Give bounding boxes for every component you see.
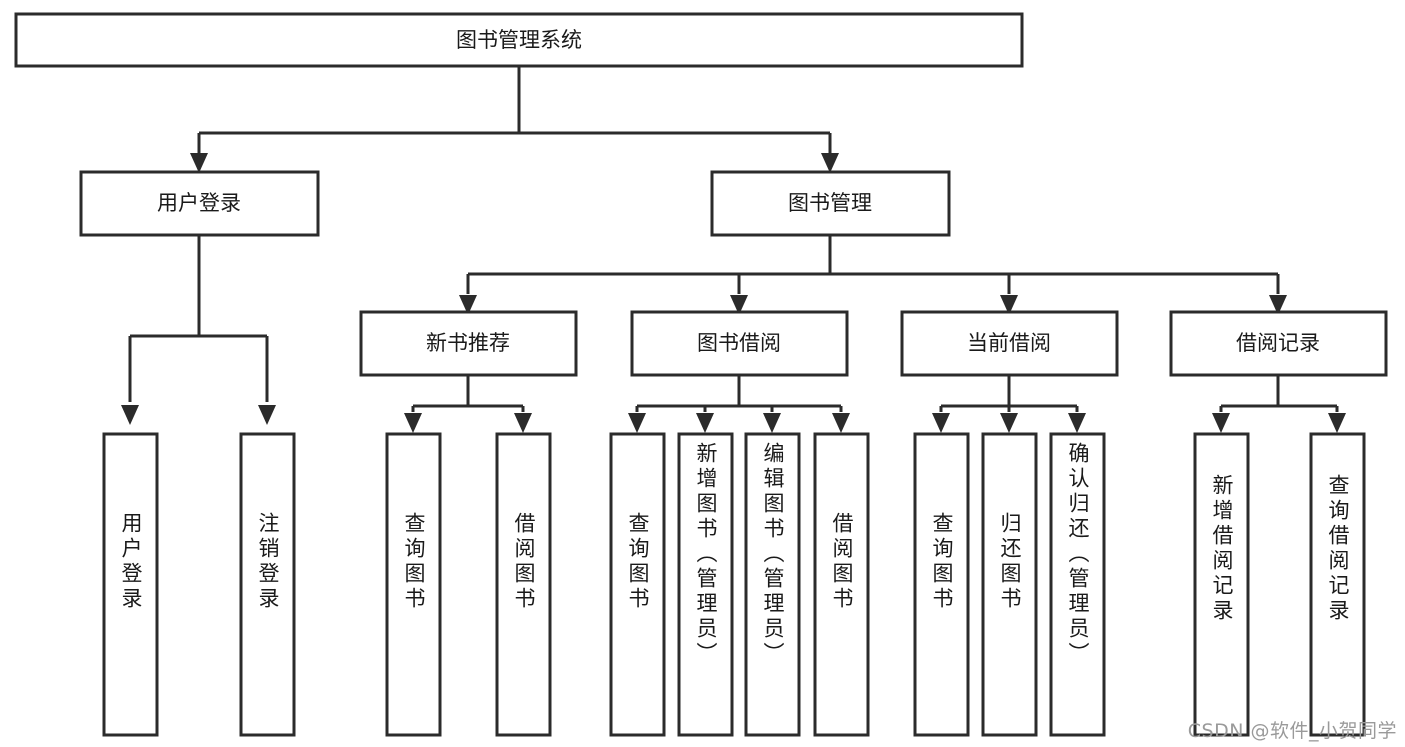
leaf-box-query-book-2[interactable] [609,432,666,737]
connector-book-borrow-to-leaves [635,375,843,412]
leaf-box-borrow-book-1[interactable] [495,432,552,737]
node-root-label: 图书管理系统 [456,28,582,52]
leaf-box-add-book[interactable] [677,432,734,737]
arrow-to-leaf-query-book-3 [932,413,950,433]
leaf-box-user-login[interactable] [102,432,159,737]
leaf-box-confirm-return[interactable] [1049,432,1106,737]
arrow-to-leaf-query-book-2 [628,413,646,433]
arrow-to-leaf-add-record [1212,413,1230,433]
leaf-box-borrow-book-2[interactable] [813,432,870,737]
node-book-borrow[interactable]: 图书借阅 [630,310,849,377]
node-current-borrow[interactable]: 当前借阅 [900,310,1119,377]
node-user-login-label: 用户登录 [157,191,241,215]
arrow-to-leaf-query-record [1328,413,1346,433]
connector-borrow-record-to-leaves [1219,375,1339,412]
leaf-box-query-book-1[interactable] [385,432,442,737]
node-current-borrow-label: 当前借阅 [967,331,1051,355]
connector-book-management-to-level3 [466,235,1280,294]
leaf-box-add-record[interactable] [1193,432,1250,737]
arrow-to-leaf-edit-book [763,413,781,433]
connector-user-login-to-leaves [128,235,269,402]
arrow-to-leaf-borrow-book-1 [514,413,532,433]
csdn-watermark: CSDN @软件_小贺同学 [1187,720,1397,742]
connector-new-book-recommend-to-leaves [411,375,525,412]
leaf-box-query-record[interactable] [1309,432,1366,737]
node-book-borrow-label: 图书借阅 [697,331,781,355]
arrow-to-leaf-confirm-return [1068,413,1086,433]
arrow-to-leaf-query-book-1 [404,413,422,433]
node-root[interactable]: 图书管理系统 [14,12,1024,68]
leaf-box-logout[interactable] [239,432,296,737]
node-new-book-recommend[interactable]: 新书推荐 [359,310,578,377]
arrow-to-leaf-add-book [696,413,714,433]
node-book-management-label: 图书管理 [788,191,872,215]
connector-current-borrow-to-leaves [939,375,1079,412]
leaf-box-query-book-3[interactable] [913,432,970,737]
leaf-box-edit-book[interactable] [744,432,801,737]
node-borrow-record[interactable]: 借阅记录 [1169,310,1388,377]
node-user-login[interactable]: 用户登录 [79,170,320,237]
arrow-to-leaf-borrow-book-2 [832,413,850,433]
arrow-to-leaf-logout [258,405,276,425]
arrow-to-leaf-user-login [121,405,139,425]
node-book-management[interactable]: 图书管理 [710,170,951,237]
node-new-book-recommend-label: 新书推荐 [426,331,510,355]
arrow-to-user-login [190,153,208,173]
leaf-box-return-book[interactable] [981,432,1038,737]
arrow-to-book-management [821,153,839,173]
arrow-to-leaf-return-book [1000,413,1018,433]
connector-root-to-level2 [197,66,832,154]
node-borrow-record-label: 借阅记录 [1236,331,1320,355]
